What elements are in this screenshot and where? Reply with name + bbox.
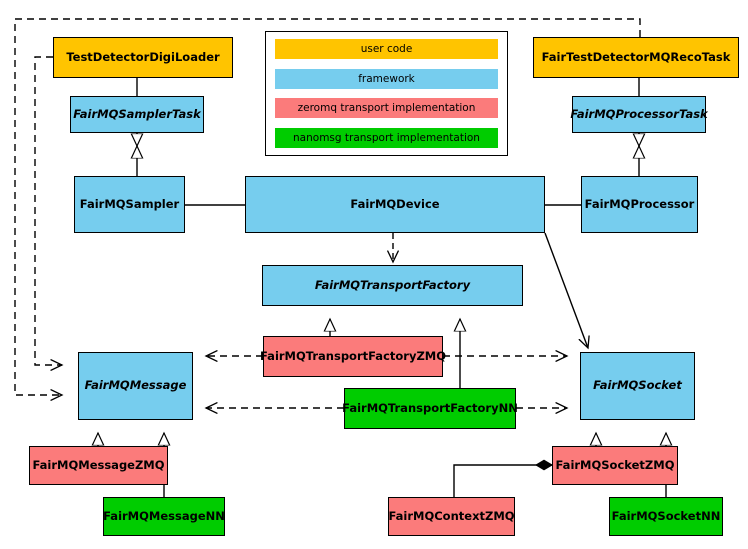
class-box-fairmqmessage[interactable]: FairMQMessage (78, 352, 193, 420)
class-box-fairmqsamplertask[interactable]: FairMQSamplerTask (70, 96, 204, 133)
class-box-fairmqmessagezmq[interactable]: FairMQMessageZMQ (29, 446, 168, 485)
association-device-to-socket (544, 232, 588, 348)
class-box-fairtestdetectormqrecotask[interactable]: FairTestDetectorMQRecoTask (533, 37, 739, 78)
class-box-testdetectordigiloader[interactable]: TestDetectorDigiLoader (53, 37, 233, 78)
legend-item-framework: framework (275, 68, 498, 89)
composition-socketzmq-to-contextzmq (453, 465, 552, 497)
class-box-fairmqsocket[interactable]: FairMQSocket (580, 352, 695, 420)
class-box-fairmqtransportfactoryzmq[interactable]: FairMQTransportFactoryZMQ (260, 336, 446, 377)
legend-item-user-code: user code (275, 39, 498, 59)
dependency-recotask-to-message (14, 18, 641, 395)
legend-item-zeromq: zeromq transport implementation (275, 98, 498, 119)
class-box-fairmqtransportfactorynn[interactable]: FairMQTransportFactoryNN (342, 388, 518, 429)
legend-box: user code framework zeromq transport imp… (265, 31, 508, 156)
class-box-fairmqsocketzmq[interactable]: FairMQSocketZMQ (552, 446, 678, 485)
class-box-fairmqsampler[interactable]: FairMQSampler (74, 176, 185, 233)
class-box-fairmqdevice[interactable]: FairMQDevice (245, 176, 545, 233)
class-box-fairmqprocessortask[interactable]: FairMQProcessorTask (570, 96, 708, 133)
class-box-fairmqsocketnn[interactable]: FairMQSocketNN (609, 497, 723, 536)
class-box-fairmqmessagenn[interactable]: FairMQMessageNN (103, 497, 225, 536)
legend-item-nanomsg: nanomsg transport implementation (275, 127, 498, 148)
dependency-digiloader-to-message (34, 56, 62, 365)
class-box-fairmqcontextzmq[interactable]: FairMQContextZMQ (388, 497, 515, 536)
class-box-fairmqtransportfactory[interactable]: FairMQTransportFactory (262, 265, 523, 306)
class-box-fairmqprocessor[interactable]: FairMQProcessor (581, 176, 698, 233)
